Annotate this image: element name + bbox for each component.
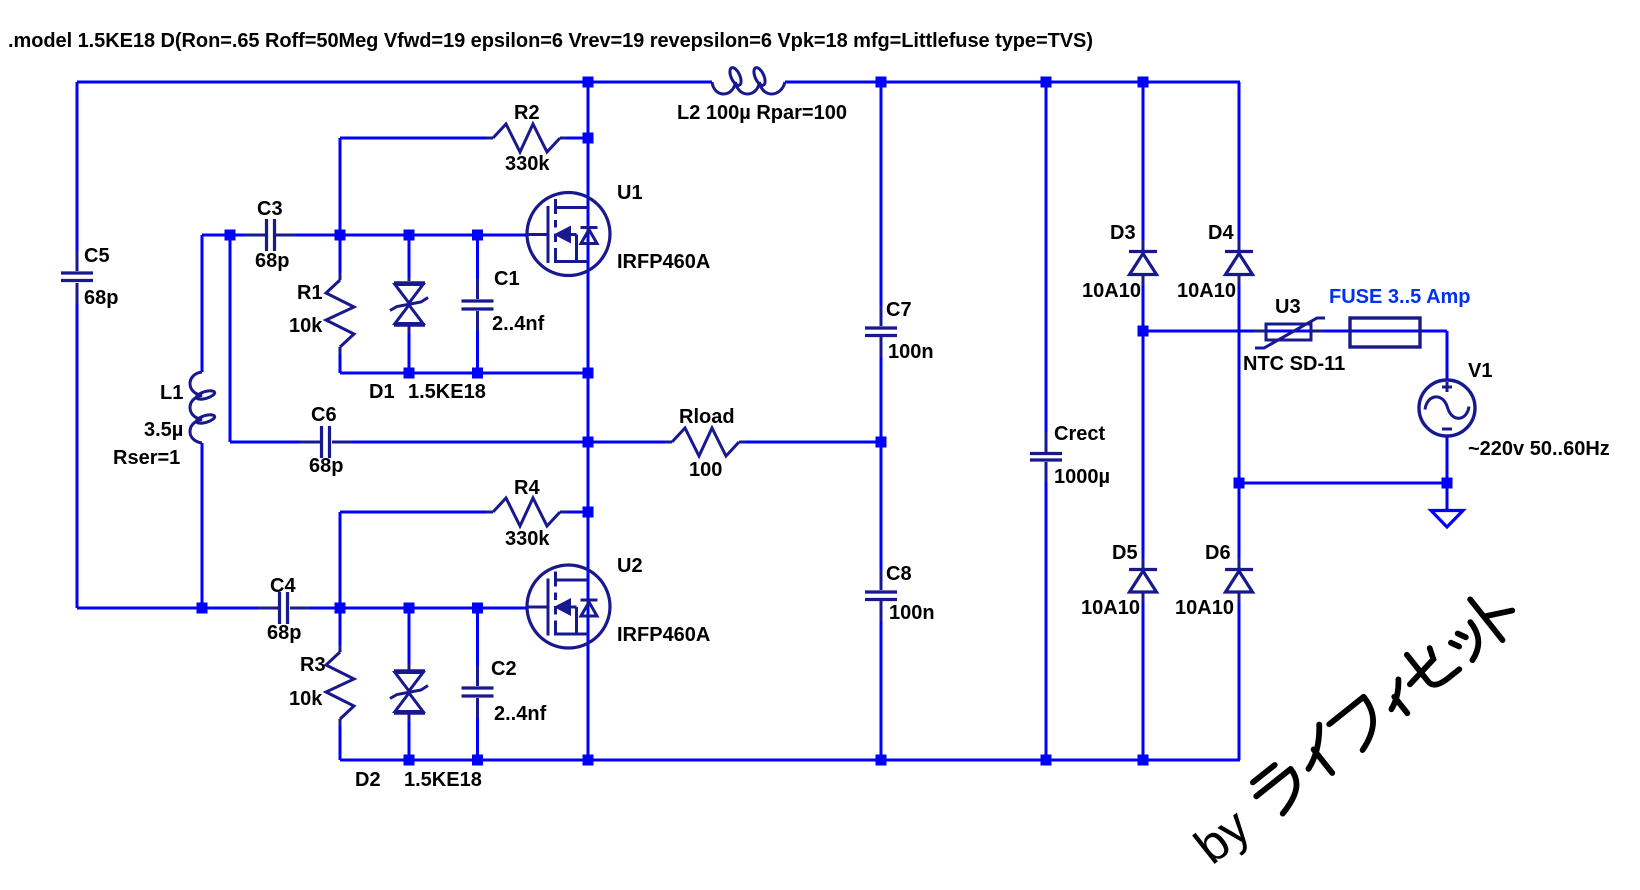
svg-text:68p: 68p — [255, 250, 289, 272]
svg-text:330k: 330k — [505, 528, 550, 550]
svg-text:3.5µ: 3.5µ — [144, 419, 183, 441]
svg-text:V1: V1 — [1468, 360, 1492, 382]
svg-text:~220v 50..60Hz: ~220v 50..60Hz — [1468, 438, 1610, 460]
svg-text:68p: 68p — [267, 622, 301, 644]
svg-text:D5: D5 — [1112, 542, 1138, 564]
svg-text:1000µ: 1000µ — [1054, 466, 1110, 488]
svg-text:U2: U2 — [617, 555, 643, 577]
svg-text:C5: C5 — [84, 245, 110, 267]
svg-text:Crect: Crect — [1054, 423, 1105, 445]
svg-text:10A10: 10A10 — [1177, 280, 1236, 302]
svg-text:10A10: 10A10 — [1175, 597, 1234, 619]
svg-text:C4: C4 — [270, 575, 296, 597]
svg-text:Rser=1: Rser=1 — [113, 447, 180, 469]
svg-text:1.5KE18: 1.5KE18 — [408, 381, 486, 403]
svg-text:FUSE 3..5 Amp: FUSE 3..5 Amp — [1329, 286, 1471, 308]
svg-text:330k: 330k — [505, 153, 550, 175]
svg-text:10k: 10k — [289, 315, 323, 337]
svg-text:IRFP460A: IRFP460A — [617, 624, 710, 646]
svg-text:C3: C3 — [257, 198, 283, 220]
svg-text:L2 100µ Rpar=100: L2 100µ Rpar=100 — [677, 102, 847, 124]
svg-text:C1: C1 — [494, 268, 520, 290]
svg-text:10A10: 10A10 — [1082, 280, 1141, 302]
svg-text:D1: D1 — [369, 381, 395, 403]
svg-text:Rload: Rload — [679, 406, 735, 428]
svg-text:10k: 10k — [289, 688, 323, 710]
svg-text:100n: 100n — [889, 602, 935, 624]
svg-text:R4: R4 — [514, 477, 540, 499]
svg-text:NTC SD-11: NTC SD-11 — [1243, 353, 1345, 375]
svg-text:C7: C7 — [886, 299, 912, 321]
svg-text:R3: R3 — [300, 654, 326, 676]
svg-text:C2: C2 — [491, 658, 517, 680]
svg-text:D6: D6 — [1205, 542, 1231, 564]
svg-text:D4: D4 — [1208, 222, 1234, 244]
svg-text:C8: C8 — [886, 563, 912, 585]
svg-text:U3: U3 — [1275, 296, 1301, 318]
svg-text:2..4nf: 2..4nf — [494, 703, 547, 725]
svg-text:68p: 68p — [309, 455, 343, 477]
svg-text:2..4nf: 2..4nf — [492, 313, 545, 335]
svg-text:L1: L1 — [160, 382, 183, 404]
svg-text:100n: 100n — [888, 341, 934, 363]
svg-text:IRFP460A: IRFP460A — [617, 251, 710, 273]
svg-text:C6: C6 — [311, 404, 337, 426]
svg-text:100: 100 — [689, 459, 722, 481]
svg-text:1.5KE18: 1.5KE18 — [404, 769, 482, 791]
svg-text:D3: D3 — [1110, 222, 1136, 244]
svg-text:R2: R2 — [514, 102, 540, 124]
svg-text:U1: U1 — [617, 182, 643, 204]
svg-text:R1: R1 — [297, 282, 323, 304]
svg-text:68p: 68p — [84, 287, 118, 309]
svg-text:.model 1.5KE18 D(Ron=.65 Roff=: .model 1.5KE18 D(Ron=.65 Roff=50Meg Vfwd… — [8, 30, 1093, 52]
svg-text:10A10: 10A10 — [1081, 597, 1140, 619]
svg-text:D2: D2 — [355, 769, 381, 791]
